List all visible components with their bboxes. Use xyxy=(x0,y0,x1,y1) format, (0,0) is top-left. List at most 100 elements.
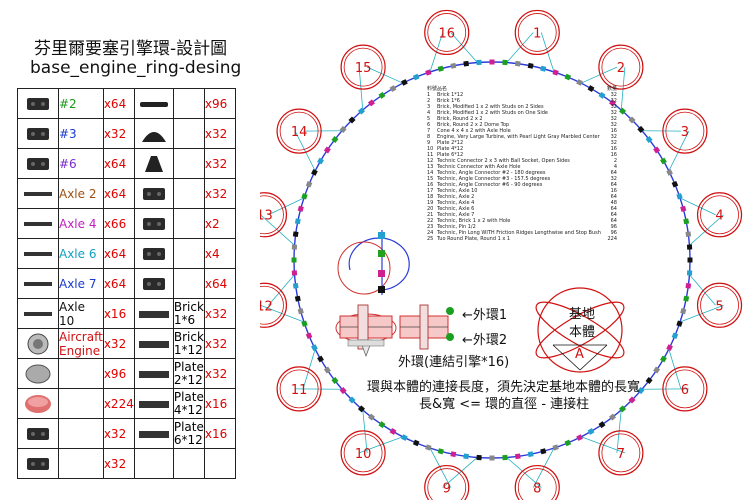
base-body-label-1: 基地 xyxy=(569,307,596,322)
engine-number: 1 xyxy=(533,26,541,41)
part-qty: x32 xyxy=(103,336,127,351)
part-qty: x66 xyxy=(103,216,127,231)
engine-number: 9 xyxy=(443,482,451,497)
bom-qty: 64 xyxy=(610,218,617,224)
bom-number: 2 xyxy=(427,98,431,104)
technic-cross-icon xyxy=(142,217,165,230)
engine-number: 5 xyxy=(715,299,723,314)
plate-long-icon xyxy=(138,400,169,408)
bom-name: Brick, Modified 1 x 2 with Studs on 2 Si… xyxy=(437,104,544,110)
bom-number: 11 xyxy=(427,152,434,158)
bom-name: Technic, Pin 1/2 xyxy=(437,224,476,230)
engine-12: 12 xyxy=(260,282,288,328)
brick-long-icon xyxy=(138,340,169,348)
part-qty: x64 xyxy=(103,156,127,171)
bom-number: 13 xyxy=(427,164,434,170)
engine-3: 3 xyxy=(662,108,708,154)
bom-number: 14 xyxy=(427,170,434,176)
engine-number: 7 xyxy=(617,447,625,462)
bom-qty: 16 xyxy=(610,146,617,152)
engine-9: 9 xyxy=(424,464,470,500)
bom-number: 15 xyxy=(427,176,434,182)
bom-number: 19 xyxy=(427,200,434,206)
bom-number: 9 xyxy=(427,140,431,146)
bom-qty: 16 xyxy=(610,152,617,158)
base-body-point-a: A xyxy=(575,347,584,362)
bom-number: 17 xyxy=(427,188,434,194)
engine-8: 8 xyxy=(514,464,560,500)
part-qty: x16 xyxy=(103,306,127,321)
brick-1x2-icon xyxy=(142,277,165,290)
bom-number: 4 xyxy=(427,110,431,116)
bom-number: 25 xyxy=(427,236,434,242)
bom-qty: 32 xyxy=(610,98,617,104)
engine-13: 13 xyxy=(260,192,288,238)
engine-number: 8 xyxy=(533,482,541,497)
engine-number: 11 xyxy=(291,383,308,398)
round-plate-icon xyxy=(25,394,51,413)
part-qty: x4 xyxy=(204,246,220,261)
plate-icon xyxy=(27,457,49,470)
part-label: Brick 1*12 xyxy=(173,329,204,357)
connector-cross-icon xyxy=(27,157,49,170)
axle-icon xyxy=(24,251,52,256)
bom-number: 3 xyxy=(427,104,431,110)
engine-number: 6 xyxy=(681,383,689,398)
bom-name: Technic, Angle Connector #6 - 90 degrees xyxy=(437,182,543,188)
bom-row: 4 Brick, Modified 1 x 2 with Studs on One… xyxy=(427,110,617,116)
engine-number: 14 xyxy=(291,125,308,140)
bom-qty: 32 xyxy=(610,104,617,110)
bom-qty: 64 xyxy=(610,182,617,188)
technic-cluster-icon xyxy=(142,247,165,260)
outer-ring-2-label: ←外環2 xyxy=(462,333,508,348)
part-qty: x32 xyxy=(204,336,228,351)
technic-beam-icon xyxy=(27,97,49,110)
engine-15: 15 xyxy=(340,44,386,90)
bom-name: Brick 1*6 xyxy=(437,98,460,104)
bom-qty: 32 xyxy=(610,134,617,140)
part-qty: x16 xyxy=(204,426,228,441)
part-qty: x2 xyxy=(204,216,220,231)
bom-qty: 96 xyxy=(610,230,617,236)
part-qty: x96 xyxy=(204,96,228,111)
bom-name: Plate 6*12 xyxy=(437,152,464,158)
plate-long-icon xyxy=(138,430,169,438)
outer-ring-caption: 外環(連結引擎*16) xyxy=(398,355,510,370)
bom-number: 16 xyxy=(427,182,434,188)
bom-number: 20 xyxy=(427,206,434,212)
bom-name: Brick, Modified 1 x 2 with Studs on One … xyxy=(437,110,548,116)
engine-number: 12 xyxy=(260,299,273,314)
bom-qty: 48 xyxy=(610,200,617,206)
bom-name: Plate 4*12 xyxy=(437,146,464,152)
part-label: Axle 4 xyxy=(59,216,97,231)
bom-row: 2 Brick 1*6 32 xyxy=(427,98,617,104)
part-qty: x32 xyxy=(103,456,127,471)
part-qty: x64 xyxy=(103,186,127,201)
part-qty: x32 xyxy=(204,186,228,201)
part-qty: x64 xyxy=(103,276,127,291)
part-label: Axle 2 xyxy=(59,186,97,201)
connector-angled-icon xyxy=(27,127,49,140)
bom-name: Technic Connector 2 x 3 with Ball Socket… xyxy=(437,158,570,164)
dome-icon xyxy=(141,131,166,142)
bom-number: 1 xyxy=(427,92,431,98)
bom-row: 3 Brick, Modified 1 x 2 with Studs on 2 S… xyxy=(427,104,617,110)
engine-5: 5 xyxy=(696,282,743,328)
bom-qty: 4 xyxy=(613,164,617,170)
